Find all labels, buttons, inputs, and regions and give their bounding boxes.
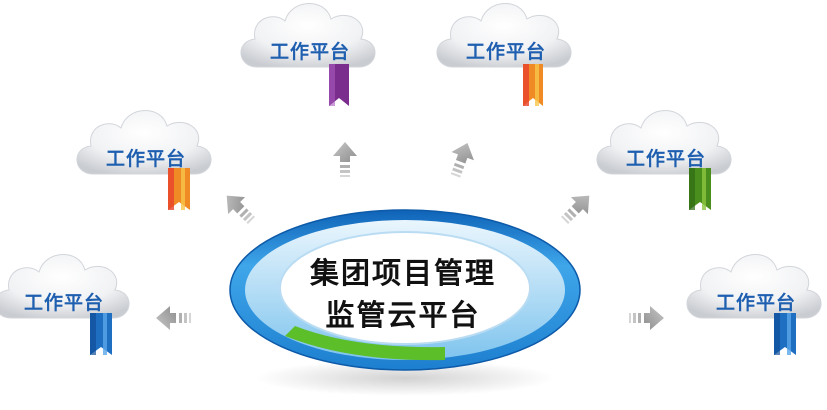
platform-label: 工作平台 bbox=[269, 41, 350, 63]
platform-label: 工作平台 bbox=[715, 292, 796, 314]
platform-label: 工作平台 bbox=[105, 148, 186, 170]
ribbon-left-bottom bbox=[90, 313, 112, 355]
platform-label: 工作平台 bbox=[23, 292, 104, 314]
arrow-to-right-middle bbox=[556, 187, 598, 229]
hub-title-line1: 集团项目管理 bbox=[309, 256, 496, 290]
ribbon-top-right bbox=[523, 64, 543, 106]
hub-title-line2: 监管云平台 bbox=[325, 298, 481, 332]
hub-shadow bbox=[255, 360, 555, 396]
hub-accent-arc bbox=[285, 326, 445, 361]
platform-label: 工作平台 bbox=[465, 41, 546, 63]
ribbon-top-left bbox=[329, 64, 349, 106]
ribbon-left-middle bbox=[168, 168, 190, 210]
platform-label: 工作平台 bbox=[625, 148, 706, 170]
arrow-to-left-bottom bbox=[156, 306, 191, 330]
arrow-to-top-right bbox=[444, 138, 479, 180]
hub-center bbox=[279, 231, 531, 345]
ribbon-right-middle bbox=[689, 168, 711, 210]
arrow-to-right-bottom bbox=[629, 306, 664, 330]
hub-ring bbox=[229, 209, 581, 371]
arrow-to-left-middle bbox=[218, 187, 260, 229]
ribbon-right-bottom bbox=[774, 313, 796, 355]
arrow-to-top-left bbox=[333, 142, 357, 177]
